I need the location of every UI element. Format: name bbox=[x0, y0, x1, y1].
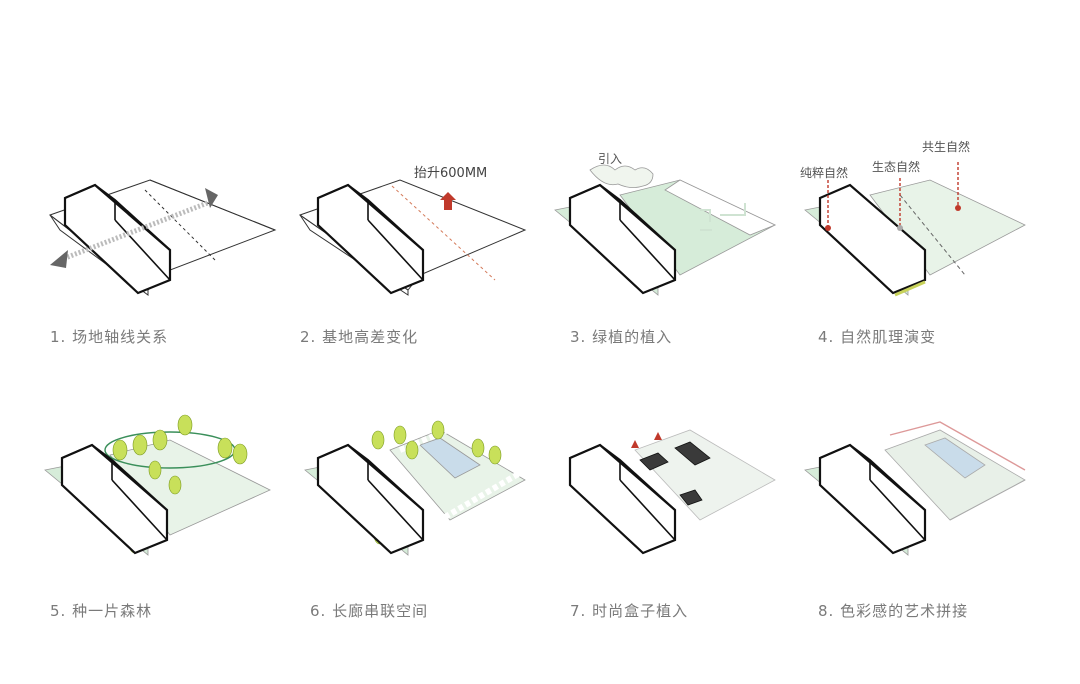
panel-5: 5. 种一片森林 bbox=[40, 410, 300, 620]
caption-1: 1. 场地轴线关系 bbox=[50, 328, 169, 346]
caption-3: 3. 绿植的植入 bbox=[570, 328, 673, 346]
introduce-label: 引入 bbox=[598, 152, 623, 166]
panel-2: 抬升600MM 2. 基地高差变化 bbox=[298, 150, 560, 350]
greenery-diagram bbox=[554, 164, 776, 296]
corridor-diagram bbox=[304, 420, 531, 556]
forest-diagram bbox=[44, 414, 271, 556]
caption-5: 5. 种一片森林 bbox=[50, 602, 153, 620]
panel-3: 引入 3. 绿植的植入 bbox=[550, 150, 810, 350]
natural-texture-diagram bbox=[804, 162, 1026, 297]
caption-6: 6. 长廊串联空间 bbox=[310, 602, 429, 620]
box-diagram bbox=[568, 429, 776, 555]
arrow-right-icon bbox=[205, 188, 218, 208]
arrow-left-icon bbox=[50, 250, 68, 268]
panel-1: 1. 场地轴线关系 bbox=[40, 150, 300, 350]
panel-8: 8. 色彩感的艺术拼接 bbox=[800, 410, 1060, 620]
caption-8: 8. 色彩感的艺术拼接 bbox=[818, 602, 969, 620]
color-collage-diagram bbox=[804, 421, 1026, 556]
caption-4: 4. 自然肌理演变 bbox=[818, 328, 937, 346]
caption-2: 2. 基地高差变化 bbox=[300, 328, 419, 346]
eco-nature-label: 生态自然 bbox=[872, 160, 921, 174]
caption-7: 7. 时尚盒子植入 bbox=[570, 602, 689, 620]
pure-nature-label: 纯粹自然 bbox=[800, 166, 849, 180]
lift-label: 抬升600MM bbox=[414, 166, 488, 181]
site-axis-diagram bbox=[48, 179, 277, 296]
panel-6: 6. 长廊串联空间 bbox=[300, 410, 560, 620]
panel-4: 纯粹自然 生态自然 共生自然 4. 自然肌理演变 bbox=[800, 140, 1060, 350]
arrow-up-icon bbox=[440, 192, 456, 210]
symbiotic-nature-label: 共生自然 bbox=[922, 140, 971, 154]
level-change-diagram bbox=[298, 179, 527, 296]
panel-7: 7. 时尚盒子植入 bbox=[550, 410, 810, 620]
